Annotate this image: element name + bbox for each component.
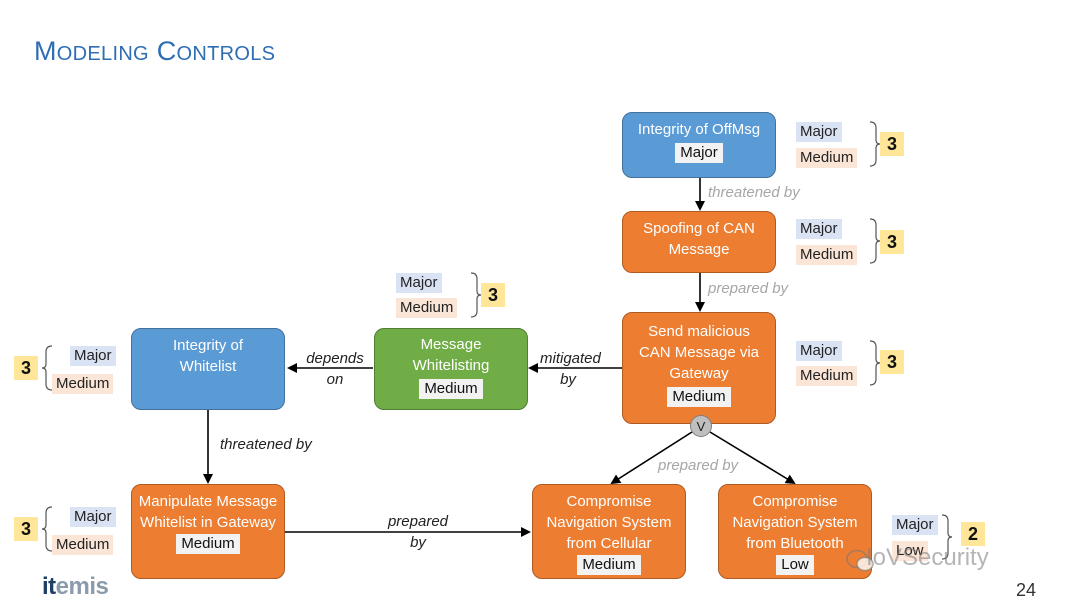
edge-or-to-bluetooth xyxy=(709,431,796,485)
risk-score: 3 xyxy=(14,356,38,380)
edge-label-prepared-by-3: prepared by xyxy=(387,513,449,551)
edge-label-prepared-by: prepared by xyxy=(708,280,789,297)
node-send-malicious: Send malicious CAN Message via Gateway M… xyxy=(622,312,776,424)
or-gate-icon: V xyxy=(690,415,712,437)
node-label: Compromise Navigation System from Blueto… xyxy=(732,493,858,552)
node-compromise-bluetooth: Compromise Navigation System from Blueto… xyxy=(718,484,872,579)
risk-score: 3 xyxy=(14,517,38,541)
edge-label-depends-on: depends on xyxy=(306,350,364,388)
watermark-text: IoVSecurity xyxy=(866,544,989,571)
node-label: Manipulate Message Whitelist in Gateway xyxy=(138,493,278,531)
impact-tag: Major xyxy=(796,219,842,239)
risk-score: 3 xyxy=(880,132,904,156)
node-label: Integrity of Whitelist xyxy=(172,337,244,375)
node-badge: Low xyxy=(776,555,814,575)
edge-label-threatened-by: threatened by xyxy=(708,184,800,201)
node-label: Spoofing of CAN Message xyxy=(643,220,755,258)
risk-score: 2 xyxy=(961,522,985,546)
brace-bluetooth xyxy=(941,514,953,560)
brace-whitelisting xyxy=(470,272,482,318)
brace-send xyxy=(869,340,881,386)
node-message-whitelisting: Message Whitelisting Medium xyxy=(374,328,528,410)
edge-label-prepared-by-or: prepared by xyxy=(658,457,739,474)
likelihood-tag: Medium xyxy=(396,298,458,318)
likelihood-tag: Medium xyxy=(52,374,114,394)
impact-tag: Major xyxy=(796,122,842,142)
brace-integrity-whitelist xyxy=(41,345,53,391)
itemis-logo: itemis xyxy=(42,573,109,600)
likelihood-tag: Medium xyxy=(796,245,858,265)
impact-tag: Major xyxy=(70,507,116,527)
likelihood-tag: Medium xyxy=(796,148,858,168)
brace-spoofing xyxy=(869,218,881,264)
impact-tag: Major xyxy=(892,515,938,535)
likelihood-tag: Low xyxy=(892,541,928,561)
node-spoofing-can: Spoofing of CAN Message xyxy=(622,211,776,273)
risk-score: 3 xyxy=(481,283,505,307)
node-badge: Major xyxy=(675,143,723,163)
node-compromise-cellular: Compromise Navigation System from Cellul… xyxy=(532,484,686,579)
node-label: Integrity of OffMsg xyxy=(637,121,761,138)
edge-label-mitigated-by: mitigated by xyxy=(540,350,601,388)
impact-tag: Major xyxy=(70,346,116,366)
risk-score: 3 xyxy=(880,350,904,374)
risk-score: 3 xyxy=(880,230,904,254)
brace-offmsg xyxy=(869,121,881,167)
node-label: Compromise Navigation System from Cellul… xyxy=(546,493,672,552)
impact-tag: Major xyxy=(396,273,442,293)
wechat-icon xyxy=(846,549,874,572)
page-title: MODELING CONTROLS xyxy=(34,36,276,66)
page-number: 24 xyxy=(1016,580,1037,600)
node-manipulate-whitelist: Manipulate Message Whitelist in Gateway … xyxy=(131,484,285,579)
brace-manipulate xyxy=(41,506,53,552)
likelihood-tag: Medium xyxy=(52,535,114,555)
node-badge: Medium xyxy=(667,387,731,407)
edge-or-to-cellular xyxy=(610,431,693,485)
node-badge: Medium xyxy=(419,379,483,399)
node-label: Send malicious CAN Message via Gateway xyxy=(638,323,760,382)
node-badge: Medium xyxy=(577,555,641,575)
node-integrity-whitelist: Integrity of Whitelist xyxy=(131,328,285,410)
node-label: Message Whitelisting xyxy=(412,336,490,374)
impact-tag: Major xyxy=(796,341,842,361)
node-integrity-offmsg: Integrity of OffMsg Major xyxy=(622,112,776,178)
node-badge: Medium xyxy=(176,534,240,554)
likelihood-tag: Medium xyxy=(796,366,858,386)
edge-label-threatened-by-2: threatened by xyxy=(220,436,312,453)
